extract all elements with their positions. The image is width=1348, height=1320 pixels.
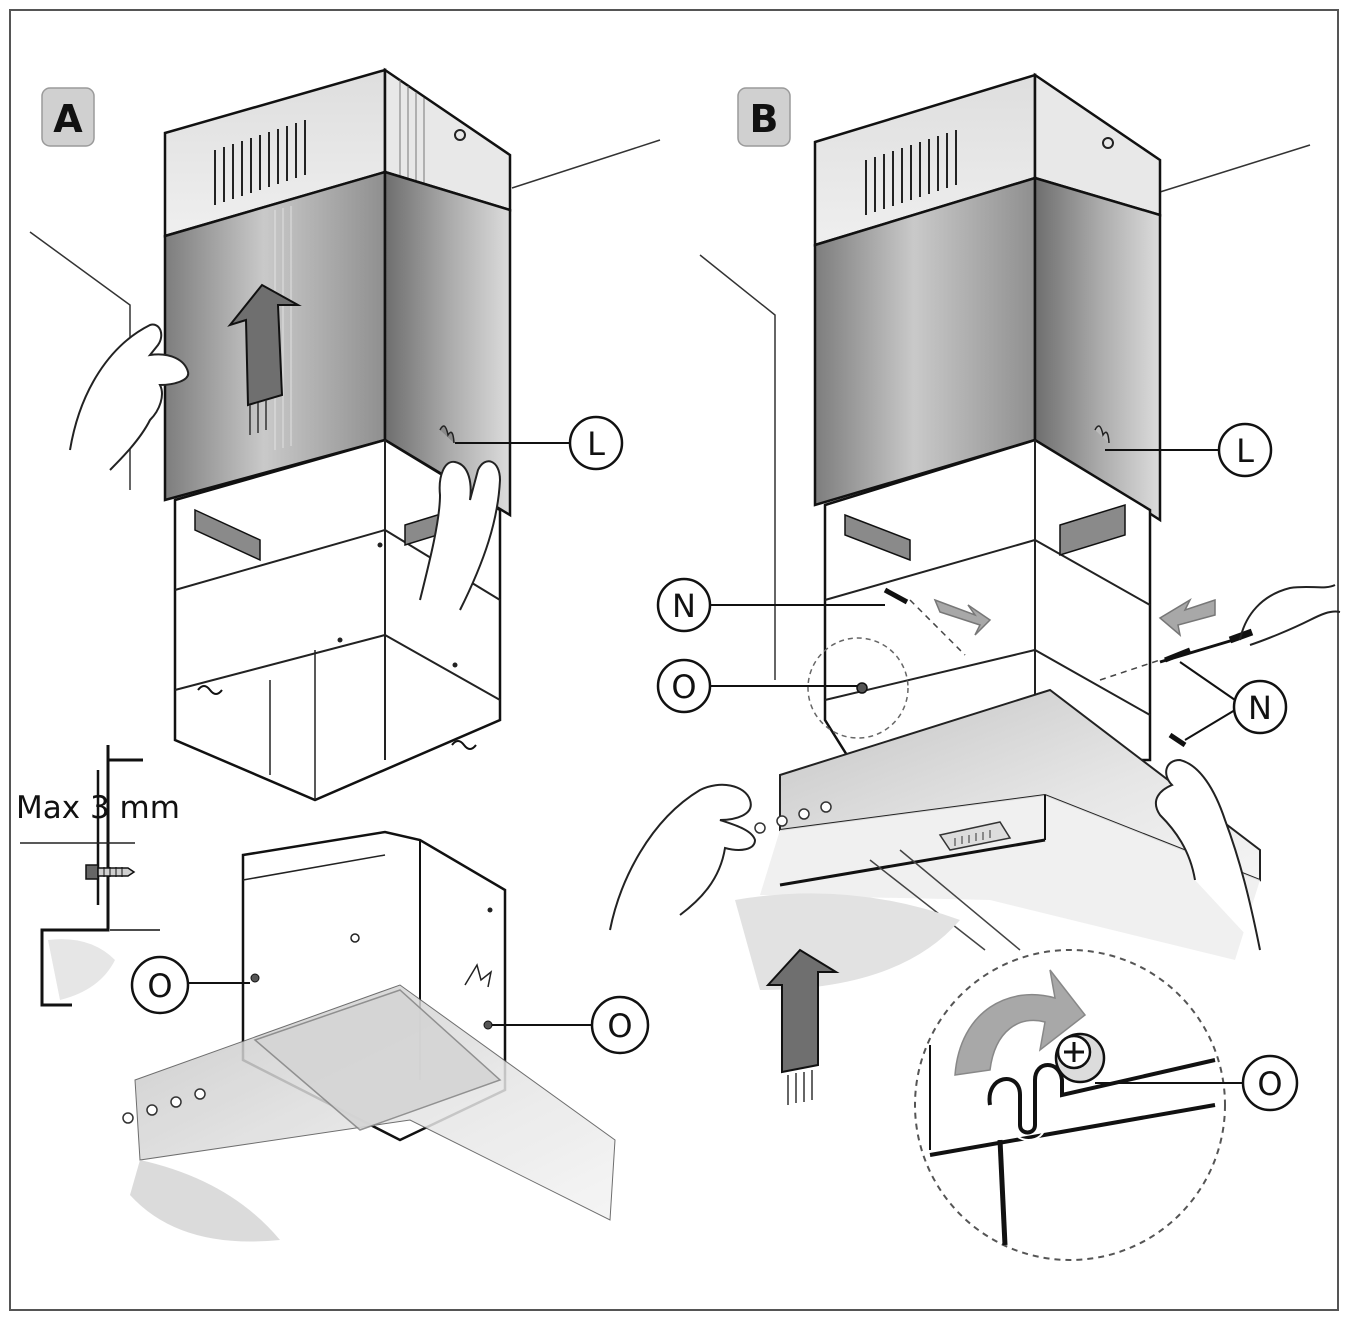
chimney-upper-b: [813, 72, 1162, 247]
hand-right-a: [419, 425, 502, 611]
screwdriver-hand-b: [1159, 584, 1341, 664]
callout-n-b-right: N: [1179, 661, 1288, 741]
hand-left-b: [609, 783, 757, 931]
callout-o-a-left-text: O: [147, 967, 172, 1005]
chimney-upper-a: [163, 67, 512, 238]
callout-n-b-top: N: [656, 577, 885, 633]
panel-a: A: [16, 67, 661, 1242]
wall-corner-b: [699, 254, 776, 680]
hand-right-b: [1154, 758, 1261, 951]
callout-l-a-text: L: [587, 425, 605, 463]
callout-n-b-right-text: N: [1248, 689, 1272, 727]
callout-o-b-mid-text: O: [671, 668, 696, 706]
up-arrow-a: [227, 283, 302, 435]
bracket-frame-b: [807, 438, 1191, 762]
hood-controls-b: [754, 801, 832, 834]
ceiling-line-b: [1159, 144, 1311, 193]
panel-b-label: B: [750, 97, 779, 141]
rotate-arrow-b: [954, 969, 1087, 1076]
panel-b: B: [609, 72, 1341, 1261]
panel-b-tag: B: [737, 87, 791, 147]
hand-left-a: [69, 323, 190, 471]
callout-n-b-top-text: N: [672, 587, 696, 625]
callout-l-b: L: [1105, 422, 1273, 478]
gap-screw: [85, 864, 136, 880]
callout-o-a-right: O: [492, 995, 650, 1055]
diagram-border: [9, 9, 1339, 1311]
ceiling-line-a: [511, 139, 661, 189]
hood-assembly-a: [122, 830, 616, 1242]
up-arrow-b: [765, 948, 840, 1105]
callout-l-b-text: L: [1236, 432, 1254, 470]
arrow-in-right-b: [1158, 598, 1216, 637]
callout-o-a-right-text: O: [607, 1007, 632, 1045]
callout-o-b-mid: O: [656, 658, 858, 714]
panel-a-tag: A: [41, 87, 95, 147]
chimney-sleeve-b: [813, 176, 1162, 523]
screw-hole-a: [454, 129, 466, 141]
callout-o-b-zoom: O: [1095, 1054, 1299, 1112]
callout-l-a: L: [455, 415, 624, 471]
panel-a-label: A: [53, 97, 83, 141]
callout-o-b-zoom-text: O: [1257, 1065, 1282, 1103]
hood-filter-b: [938, 821, 1012, 851]
zoom-detail-b: [914, 949, 1226, 1261]
vent-slots-b: [865, 130, 957, 215]
zoom-screw: [1054, 1032, 1106, 1084]
hood-controls-a: [122, 1088, 206, 1124]
vent-slots-a: [214, 120, 306, 205]
gap-label: Max 3 mm: [16, 790, 180, 826]
arrow-in-left-b: [933, 598, 992, 636]
gap-detail: Max 3 mm: [16, 745, 180, 1007]
callout-o-a-left: O: [130, 955, 250, 1015]
